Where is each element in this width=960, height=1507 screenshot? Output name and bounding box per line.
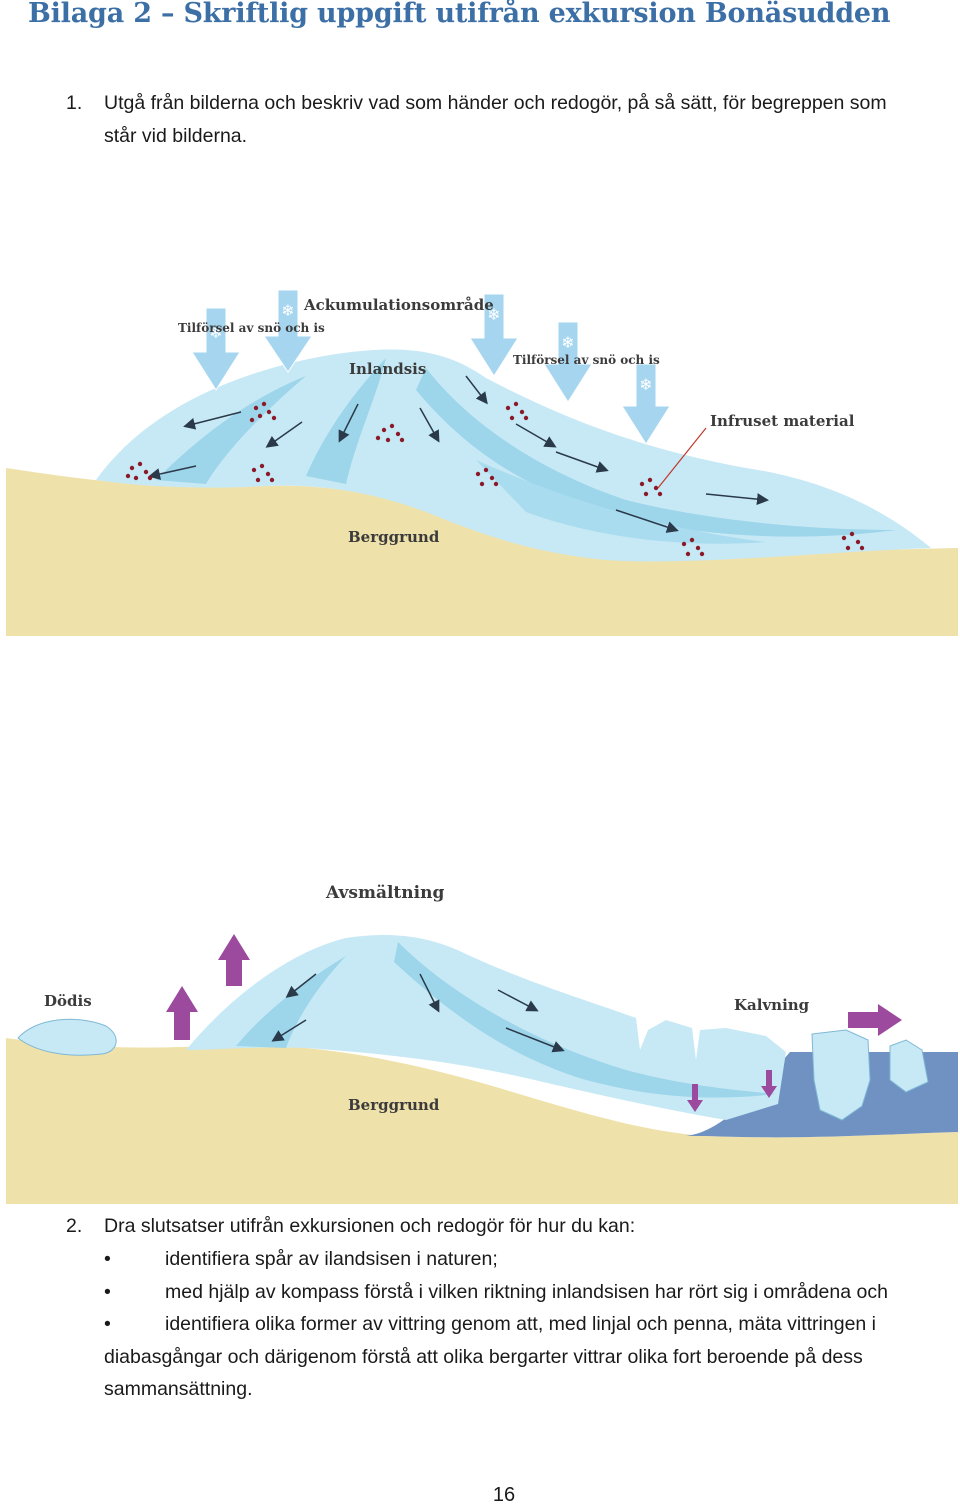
snowflake-icon: ❄	[209, 323, 222, 342]
page-number: 16	[492, 1484, 516, 1506]
flow-arrow	[148, 465, 197, 480]
ice-band	[156, 376, 306, 484]
melt-down-arrow	[687, 1084, 703, 1112]
snow-supply-arrow	[191, 307, 241, 391]
label-supply-left: Tilförsel av snö och is	[178, 321, 325, 335]
task1-number: 1.	[66, 92, 83, 114]
ice-band	[236, 956, 346, 1048]
bullet-marker: •	[104, 1248, 111, 1270]
flow-arrow	[505, 1027, 565, 1053]
melt-up-arrow	[166, 986, 198, 1040]
sediment-cluster	[249, 401, 277, 423]
label-calving: Kalvning	[734, 996, 810, 1014]
melt-down-arrow	[761, 1070, 777, 1098]
snow-supply-arrow	[469, 293, 519, 377]
task2-continuation-2: sammansättning.	[104, 1378, 253, 1400]
bullet-marker: •	[104, 1281, 111, 1303]
flow-arrow	[705, 493, 769, 506]
label-supply-right: Tilförsel av snö och is	[513, 353, 660, 367]
sediment-cluster	[505, 401, 529, 421]
sediment-cluster	[841, 531, 865, 551]
sediment-cluster	[639, 477, 663, 497]
task1-line2: står vid bilderna.	[104, 125, 248, 147]
glacier-ablation-diagram: Avsmältning Dödis Kalvning Berggrund	[6, 883, 958, 1204]
task2-bullet-2: med hjälp av kompass förstå i vilken rik…	[165, 1281, 888, 1303]
pointer-line	[657, 427, 707, 489]
task1-line1: Utgå från bilderna och beskriv vad som h…	[104, 92, 887, 114]
bedrock	[6, 468, 958, 636]
sediment-cluster	[475, 467, 499, 487]
flow-arrow	[497, 989, 539, 1012]
label-melting: Avsmältning	[325, 883, 444, 903]
task2-bullet-3: identifiera olika former av vittring gen…	[165, 1313, 877, 1335]
task2-intro: Dra slutsatser utifrån exkursionen och r…	[104, 1215, 636, 1237]
flow-arrow	[271, 1019, 307, 1042]
flow-arrow	[265, 421, 303, 448]
ice-band	[416, 368, 896, 537]
snow-supply-arrow	[543, 321, 593, 403]
ice-band	[306, 358, 386, 484]
snow-supply-arrow	[263, 289, 313, 373]
snowflake-icon: ❄	[281, 301, 294, 320]
flow-arrow	[419, 973, 440, 1013]
label-accumulation: Ackumulationsområde	[303, 296, 494, 314]
label-bedrock: Berggrund	[348, 1096, 440, 1114]
flow-arrow	[465, 375, 488, 405]
flow-arrow	[555, 451, 609, 473]
flow-arrow	[183, 411, 242, 430]
label-frozen-material: Infruset material	[710, 412, 855, 430]
snow-supply-arrow	[621, 363, 671, 445]
flow-arrow	[285, 973, 317, 998]
label-dead-ice: Dödis	[44, 992, 92, 1010]
sediment-cluster	[125, 461, 153, 481]
ice-band	[476, 460, 766, 544]
snowflake-icon: ❄	[639, 375, 652, 394]
snowflake-icon: ❄	[487, 305, 500, 324]
page-title: Bilaga 2 – Skriftlig uppgift utifrån exk…	[28, 0, 891, 29]
iceberg	[811, 1029, 871, 1121]
flow-arrow	[615, 509, 679, 533]
label-bedrock: Berggrund	[348, 528, 440, 546]
task2-bullet-1: identifiera spår av ilandsisen i naturen…	[165, 1248, 498, 1270]
label-ice-sheet: Inlandsis	[349, 360, 426, 378]
iceberg	[889, 1039, 929, 1093]
sediment-cluster	[681, 537, 705, 557]
flow-arrow	[515, 423, 557, 448]
dead-ice	[17, 1018, 117, 1056]
ice-band	[394, 942, 776, 1098]
calving-direction-arrow	[848, 1004, 902, 1036]
melt-up-arrow	[218, 934, 250, 986]
flow-arrow	[338, 403, 359, 443]
task2-number: 2.	[66, 1215, 83, 1237]
sediment-cluster	[375, 423, 405, 443]
task2-continuation-1: diabasgångar och därigenom förstå att ol…	[104, 1346, 863, 1368]
glacier-accumulation-diagram: ❄ ❄ ❄ ❄ ❄ Ackumulationsområde Tilförsel …	[6, 289, 958, 636]
sediment-cluster	[251, 463, 275, 483]
flow-arrow	[419, 407, 440, 443]
snowflake-icon: ❄	[561, 333, 574, 352]
bedrock	[6, 1038, 958, 1204]
bullet-marker: •	[104, 1313, 111, 1335]
